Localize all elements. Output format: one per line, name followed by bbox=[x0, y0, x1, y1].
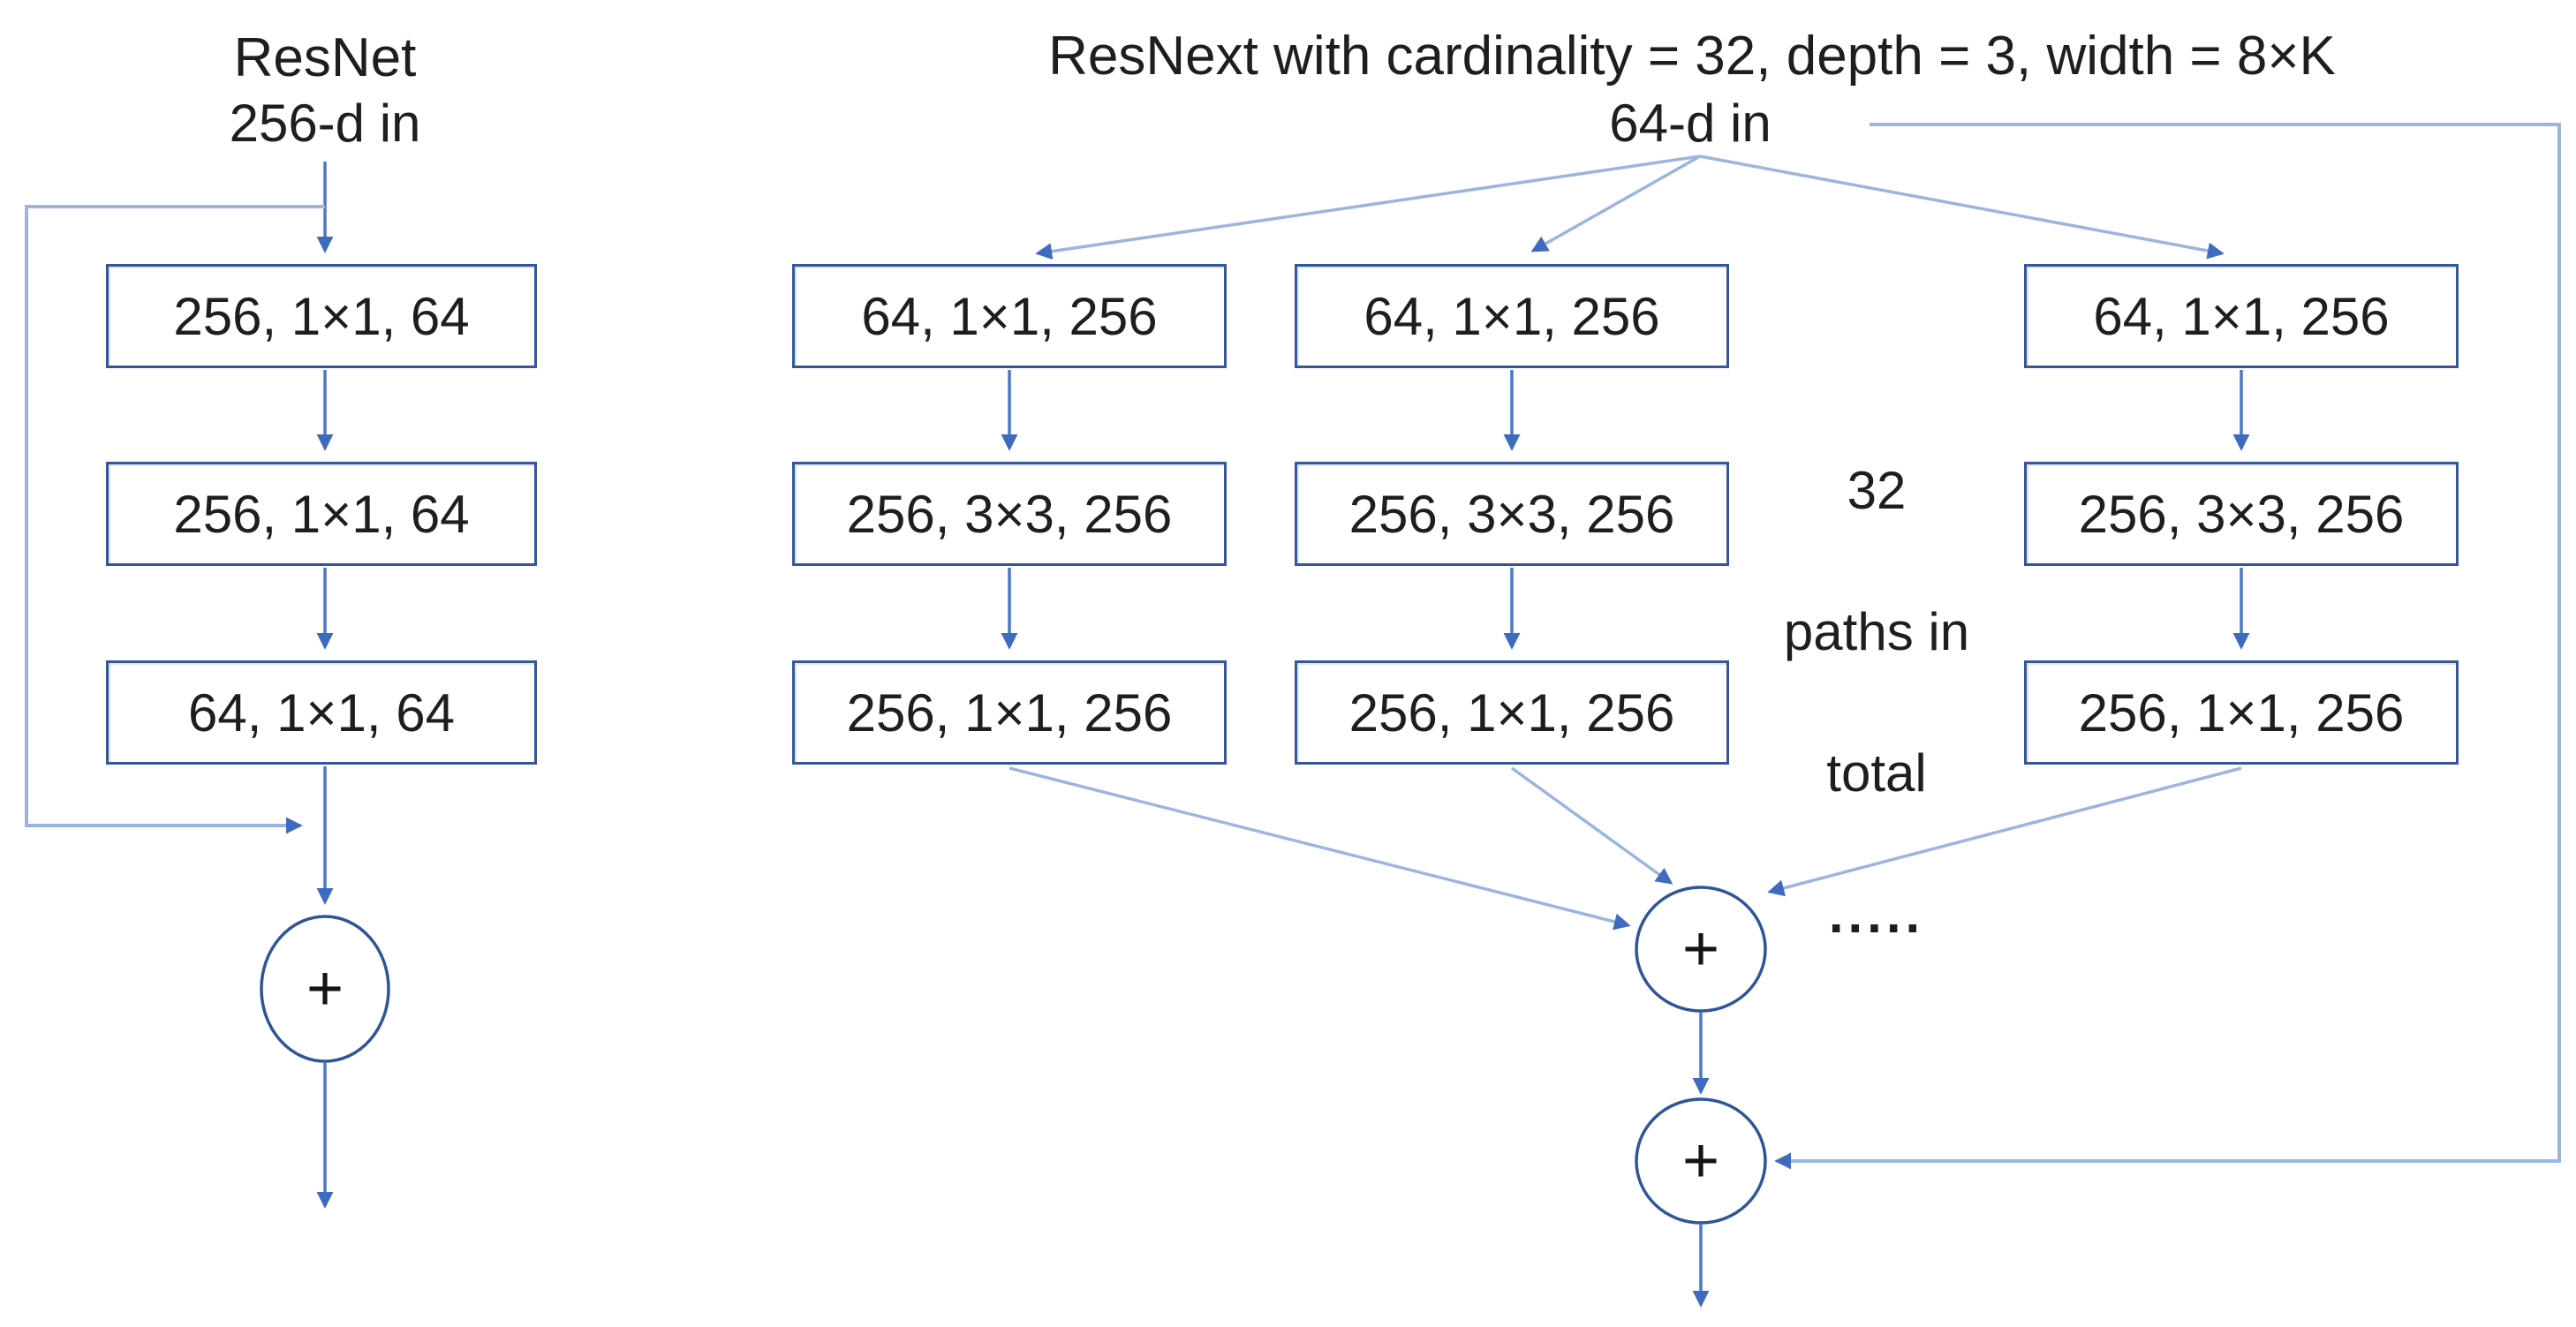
resnext-path2-conv-box-1: 64, 1×1, 256 bbox=[1295, 264, 1729, 368]
resnext-path2-conv-box-3: 256, 1×1, 256 bbox=[1295, 660, 1729, 765]
resnet-conv-box-3: 64, 1×1, 64 bbox=[106, 660, 537, 765]
resnext-path1-conv-box-1: 64, 1×1, 256 bbox=[792, 264, 1227, 368]
resnet-conv-box-2: 256, 1×1, 64 bbox=[106, 462, 537, 566]
paths-note-line-2: paths in bbox=[1783, 602, 1970, 661]
paths-note-line-3: total bbox=[1826, 743, 1927, 803]
resnext-sum-circle-1 bbox=[1635, 886, 1767, 1013]
resnet-sum-circle bbox=[260, 915, 390, 1063]
resnet-conv-box-1: 256, 1×1, 64 bbox=[106, 264, 537, 368]
resnext-box-connectors bbox=[1001, 370, 2250, 650]
resnet-sum-symbol: + bbox=[306, 954, 344, 1024]
paths-note-ellipsis: ..... bbox=[1828, 885, 1925, 944]
paths-count-note: 32 paths in total ..... bbox=[1735, 385, 2018, 1021]
resnext-path2-conv-box-2: 256, 3×3, 256 bbox=[1295, 462, 1729, 566]
paths-note-line-1: 32 bbox=[1847, 461, 1907, 520]
resnext-path1-conv-box-2: 256, 3×3, 256 bbox=[792, 462, 1227, 566]
resnext-sum-circle-2 bbox=[1635, 1097, 1767, 1225]
resnext-converge-arrows bbox=[1008, 766, 2242, 931]
resnext-input-label: 64-d in bbox=[1609, 93, 1771, 153]
resnet-input-label: 256-d in bbox=[229, 93, 421, 153]
resnext-fan-out-arrows bbox=[1035, 155, 2225, 260]
resnext-title: ResNext with cardinality = 32, depth = 3… bbox=[1048, 25, 2336, 87]
resnet-skip-connection bbox=[25, 205, 325, 834]
resnet-title: ResNet bbox=[233, 26, 417, 88]
resnext-sum-symbol-2: + bbox=[1681, 1126, 1720, 1196]
resnext-path32-conv-box-3: 256, 1×1, 256 bbox=[2024, 660, 2459, 765]
resnext-sum-symbol-1: + bbox=[1681, 914, 1720, 984]
resnext-skip-connection bbox=[1774, 123, 2561, 1170]
resnext-path1-conv-box-3: 256, 1×1, 256 bbox=[792, 660, 1227, 765]
resnext-path32-conv-box-2: 256, 3×3, 256 bbox=[2024, 462, 2459, 566]
resnext-path32-conv-box-1: 64, 1×1, 256 bbox=[2024, 264, 2459, 368]
